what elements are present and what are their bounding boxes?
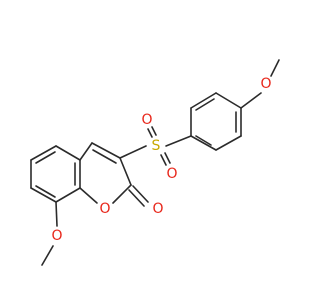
bond-benzo-inner-2 — [35, 185, 56, 198]
bond-c5-c6 — [30, 145, 57, 161]
bond-ring2-f — [215, 92, 242, 109]
atom-o-methoxy-bottom: O — [51, 228, 62, 244]
bond-o1-c8a — [79, 187, 98, 204]
atom-o-carbonyl: O — [152, 201, 163, 217]
bond-c3-c4-inner — [92, 149, 117, 164]
bond-c2-o-2 — [128, 189, 145, 207]
bond-s-o-upper-2 — [151, 126, 157, 136]
bond-c4a-c5 — [55, 145, 81, 161]
bond-ring2-b — [215, 135, 242, 151]
atom-labels: O S O O O O O — [51, 76, 271, 244]
bond-c2-o-1 — [132, 185, 149, 203]
bond-methyl-top — [270, 59, 280, 77]
bond-s-c3 — [119, 145, 147, 159]
atom-s-sulfonyl: S — [152, 138, 161, 154]
bond-c2-o1 — [112, 184, 132, 204]
bond-c8-o — [55, 201, 58, 227]
bond-o-aryl-top — [240, 92, 262, 109]
atom-o-sulfonyl-lower: O — [166, 166, 177, 182]
bond-c8-c8a — [55, 187, 81, 203]
atom-o-methoxy-top: O — [260, 76, 271, 92]
bond-ring2-inner-3 — [195, 98, 215, 111]
atom-o-sulfonyl-upper: O — [141, 112, 152, 128]
bond-c7-c8 — [30, 187, 57, 203]
bond-ring2-inner-2 — [195, 135, 212, 146]
bond-s-aryl — [165, 135, 192, 147]
bond-c4-c4a — [79, 142, 93, 161]
bond-ring2-e — [190, 92, 217, 109]
bond-ring2-c — [190, 135, 217, 151]
chemical-structure-diagram: O S O O O O O — [30, 59, 280, 266]
bond-c3-c2 — [119, 157, 132, 186]
bond-network — [30, 59, 280, 266]
bond-s-o-upper-1 — [147, 128, 153, 138]
atom-o-ring: O — [99, 201, 110, 217]
bond-o-methyl-bottom — [41, 245, 54, 266]
bond-s-o-lower-2 — [164, 152, 171, 164]
bond-benzo-inner-1 — [35, 151, 56, 164]
bond-s-o-lower-1 — [160, 154, 167, 166]
bond-c3-c4 — [91, 142, 121, 159]
